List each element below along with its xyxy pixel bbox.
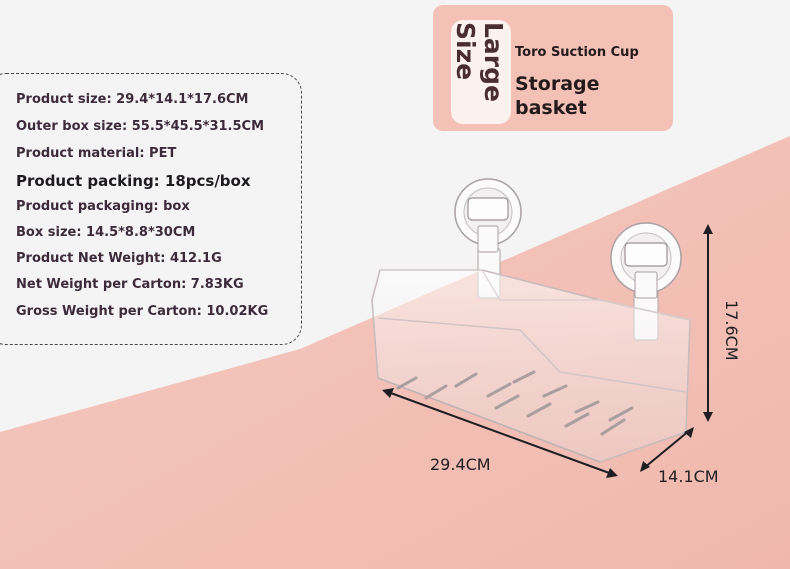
large-size-badge (451, 20, 511, 124)
basket-illustration (371, 178, 691, 463)
dimension-width: 14.1CM (658, 467, 719, 486)
size-label: Size (451, 22, 480, 81)
spec-outer-box-size: Outer box size: 55.5*45.5*31.5CM (16, 119, 265, 134)
spec-packaging: Product packaging: box (16, 199, 190, 214)
spec-box (0, 73, 302, 345)
spec-product-size: Product size: 29.4*14.1*17.6CM (16, 92, 249, 107)
dimension-length: 29.4CM (430, 455, 491, 474)
large-label: Large (479, 22, 508, 102)
spec-net-weight: Product Net Weight: 412.1G (16, 251, 222, 266)
product-name: Storage basket (515, 73, 600, 119)
spec-carton-gross-weight: Gross Weight per Carton: 10.02KG (16, 304, 269, 319)
dimension-arrows (382, 224, 713, 478)
spec-packing: Product packing: 18pcs/box (16, 172, 251, 190)
suction-cup-left (454, 178, 522, 299)
spec-carton-net-weight: Net Weight per Carton: 7.83KG (16, 277, 244, 292)
brand-name: Toro Suction Cup (515, 45, 639, 60)
spec-material: Product material: PET (16, 146, 177, 161)
dimension-height: 17.6CM (722, 300, 741, 361)
spec-box-size: Box size: 14.5*8.8*30CM (16, 225, 196, 240)
